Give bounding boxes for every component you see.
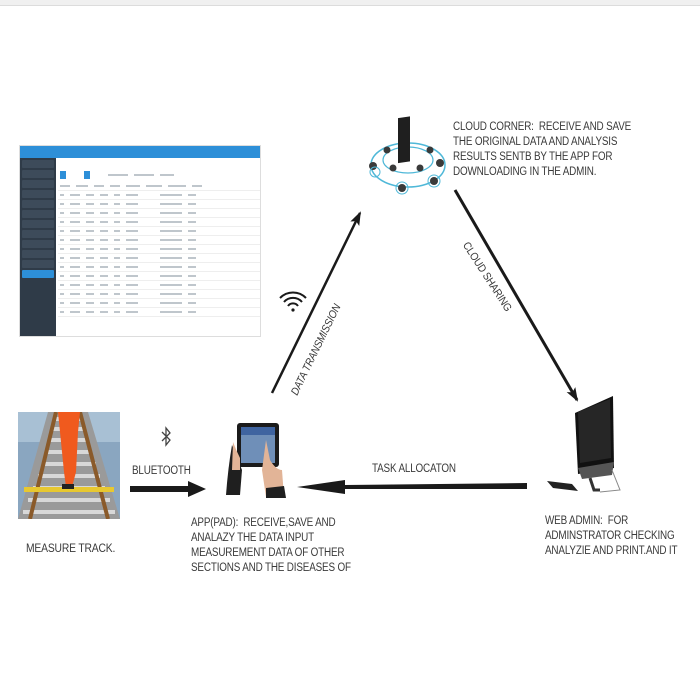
bluetooth-arrow bbox=[130, 481, 206, 497]
admin-screenshot-thumbnail bbox=[19, 145, 261, 337]
cloud-corner-line: THE ORIGINAL DATA AND ANALYSIS bbox=[453, 136, 618, 148]
web-admin-description: WEB ADMIN: FOR ADMINSTRATOR CHECKING ANA… bbox=[545, 514, 678, 559]
app-pad-line: SECTIONS AND THE DISEASES OF bbox=[191, 562, 351, 574]
bluetooth-icon bbox=[161, 426, 171, 447]
cloud-sharing-arrow bbox=[453, 189, 579, 402]
web-admin-title: WEB ADMIN: bbox=[545, 515, 603, 527]
tablet-icon bbox=[226, 423, 286, 498]
web-admin-line: FOR bbox=[607, 515, 629, 527]
data-transmission-arrow bbox=[270, 211, 362, 394]
cloud-corner-line: RESULTS SENTB BY THE APP FOR bbox=[453, 151, 613, 163]
cloud-corner-line: DOWNLOADING IN THE ADMIN. bbox=[453, 166, 597, 178]
app-pad-line: ANALAZY THE DATA INPUT bbox=[191, 532, 314, 544]
app-pad-line: MEASUREMENT DATA OF OTHER bbox=[191, 547, 345, 559]
admin-sidebar bbox=[20, 158, 56, 336]
cloud-corner-line: RECEIVE AND SAVE bbox=[538, 121, 632, 133]
wifi-icon bbox=[279, 291, 307, 312]
bluetooth-label: BLUETOOTH bbox=[132, 465, 191, 477]
app-pad-title: APP(PAD): bbox=[191, 517, 239, 529]
admin-table bbox=[58, 160, 260, 336]
web-admin-line: ANALYZIE AND PRINT.AND IT bbox=[545, 545, 678, 557]
computer-icon bbox=[547, 396, 621, 493]
task-allocation-arrow bbox=[297, 480, 527, 494]
app-pad-description: APP(PAD): RECEIVE,SAVE AND ANALAZY THE D… bbox=[191, 516, 351, 576]
measure-track-photo bbox=[18, 412, 120, 519]
measure-track-label: MEASURE TRACK. bbox=[26, 541, 116, 555]
top-border bbox=[0, 0, 700, 6]
cloud-network-icon bbox=[369, 116, 446, 195]
web-admin-line: ADMINSTRATOR CHECKING bbox=[545, 530, 675, 542]
task-allocation-label: TASK ALLOCATON bbox=[372, 463, 456, 475]
app-pad-line: RECEIVE,SAVE AND bbox=[243, 517, 336, 529]
cloud-corner-description: CLOUD CORNER: RECEIVE AND SAVE THE ORIGI… bbox=[453, 120, 631, 180]
cloud-corner-title: CLOUD CORNER: bbox=[453, 121, 534, 133]
admin-header-bar bbox=[20, 146, 260, 158]
